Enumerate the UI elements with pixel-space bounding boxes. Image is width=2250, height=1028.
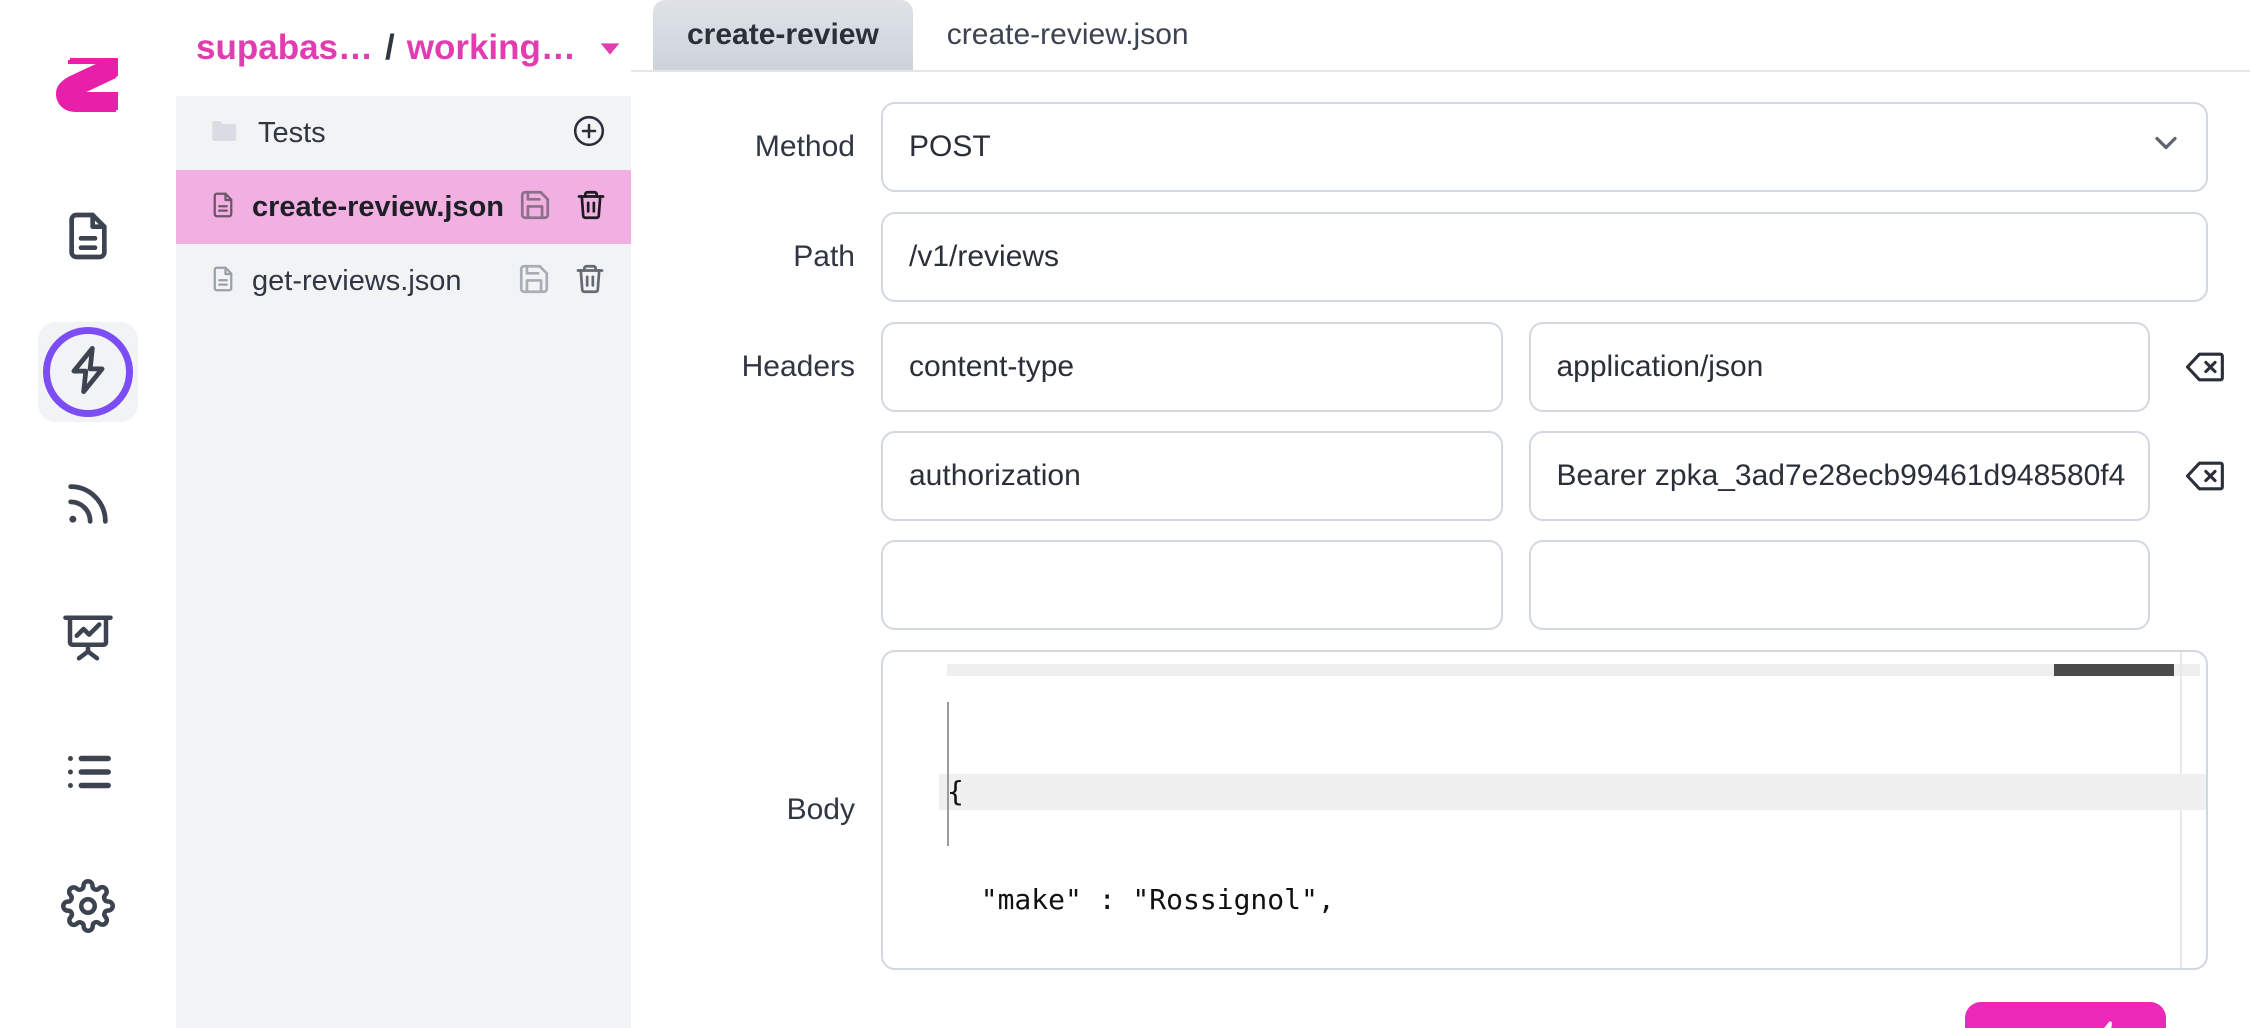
file-name: create-review.json: [252, 190, 504, 223]
method-label: Method: [754, 130, 855, 163]
header-row-2: authorization Bearer zpka_3ad7e28ecb9946…: [881, 431, 2224, 521]
list-icon: [61, 745, 115, 804]
body-code: { "make" : "Rossignol", "model" : "FakeS…: [883, 666, 2206, 968]
header-value-value: application/json: [1556, 350, 1764, 383]
rss-broadcast-icon: [62, 478, 114, 535]
save-disk-icon[interactable]: [518, 188, 552, 227]
header-value-input[interactable]: application/json: [1528, 322, 2150, 412]
sidebar-item-broadcast[interactable]: [38, 456, 138, 556]
code-line: {: [939, 774, 2206, 810]
breadcrumb-branch[interactable]: working…: [406, 28, 576, 67]
file-icon: [208, 264, 238, 299]
trash-icon[interactable]: [573, 262, 607, 301]
method-select[interactable]: POST: [881, 102, 2208, 192]
breadcrumb-project[interactable]: supabas…: [196, 28, 373, 67]
editor-horizontal-scrollbar[interactable]: [947, 664, 2200, 676]
tab-bar: create-review create-review.json: [631, 0, 2250, 72]
body-row: Body { "make" : "Rossignol", "model" : "…: [631, 650, 2208, 970]
header-value-input[interactable]: Bearer zpka_3ad7e28ecb99461d948580f4: [1528, 431, 2150, 521]
backspace-delete-icon[interactable]: [2176, 345, 2232, 389]
gear-icon: [61, 878, 115, 938]
tests-file-panel: Tests create-review.json: [176, 96, 631, 1028]
path-value: /v1/reviews: [909, 240, 1060, 273]
header-row-3: [881, 540, 2208, 630]
breadcrumb[interactable]: supabas… / working…: [176, 0, 631, 96]
test-button[interactable]: Test: [1965, 1002, 2166, 1028]
header-value-input[interactable]: [1528, 540, 2150, 630]
sidebar-item-settings[interactable]: [38, 858, 138, 958]
header-value-value: Bearer zpka_3ad7e28ecb99461d948580f4: [1556, 459, 2126, 492]
backspace-delete-icon[interactable]: [2176, 454, 2232, 498]
sidebar-item-tests[interactable]: [38, 322, 138, 422]
sidebar-item-documents[interactable]: [38, 188, 138, 288]
list-item[interactable]: get-reviews.json: [176, 244, 631, 318]
request-form: Method POST Path: [631, 72, 2250, 1028]
row-actions: [518, 188, 608, 227]
body-label: Body: [786, 793, 855, 826]
lightning-bolt-icon: [2088, 1020, 2126, 1028]
folder-icon: [208, 114, 242, 153]
sidebar-item-logs[interactable]: [38, 724, 138, 824]
chevron-down-icon[interactable]: [594, 32, 626, 64]
header-key-value: content-type: [909, 350, 1075, 383]
plus-circle-icon[interactable]: [571, 113, 607, 154]
path-input[interactable]: /v1/reviews: [881, 212, 2208, 302]
document-icon: [60, 208, 116, 269]
file-icon: [208, 190, 238, 225]
path-row: Path /v1/reviews: [631, 212, 2208, 302]
headers-label: Headers: [741, 350, 855, 383]
header-key-input[interactable]: [881, 540, 1503, 630]
row-actions: [517, 262, 607, 301]
z-logo: [42, 34, 134, 126]
headers-row: Headers content-type application/json: [631, 322, 2224, 630]
folder-header[interactable]: Tests: [176, 96, 631, 170]
code-line: "make" : "Rossignol",: [947, 883, 1335, 916]
method-value: POST: [909, 130, 991, 163]
folder-name: Tests: [258, 116, 326, 149]
lightning-bolt-icon: [62, 344, 114, 401]
tab-create-review-json[interactable]: create-review.json: [946, 18, 1189, 51]
path-label: Path: [793, 240, 855, 273]
breadcrumb-separator: /: [385, 28, 395, 67]
icon-rail: [0, 0, 176, 1028]
header-key-input[interactable]: authorization: [881, 431, 1503, 521]
file-name: get-reviews.json: [252, 264, 462, 297]
body-editor[interactable]: { "make" : "Rossignol", "model" : "FakeS…: [881, 650, 2208, 970]
tab-create-review[interactable]: create-review: [653, 0, 913, 70]
presentation-chart-icon: [61, 611, 115, 670]
main-panel: create-review create-review.json Method …: [631, 0, 2250, 1028]
scrollbar-thumb[interactable]: [2054, 664, 2174, 676]
header-key-value: authorization: [909, 459, 1081, 492]
list-item[interactable]: create-review.json: [176, 170, 631, 244]
test-button-label: Test: [2005, 1025, 2064, 1028]
indent-guide: [947, 702, 949, 846]
form-footer: Test: [631, 970, 2208, 1028]
trash-icon[interactable]: [574, 188, 608, 227]
editor-ruler: [2180, 652, 2182, 968]
chevron-down-icon: [2148, 125, 2184, 169]
header-row-1: content-type application/json: [881, 322, 2224, 412]
header-key-input[interactable]: content-type: [881, 322, 1503, 412]
method-row: Method POST: [631, 102, 2208, 192]
save-disk-icon[interactable]: [517, 262, 551, 301]
file-sidebar: supabas… / working… Tests: [176, 0, 631, 1028]
sidebar-item-reports[interactable]: [38, 590, 138, 690]
